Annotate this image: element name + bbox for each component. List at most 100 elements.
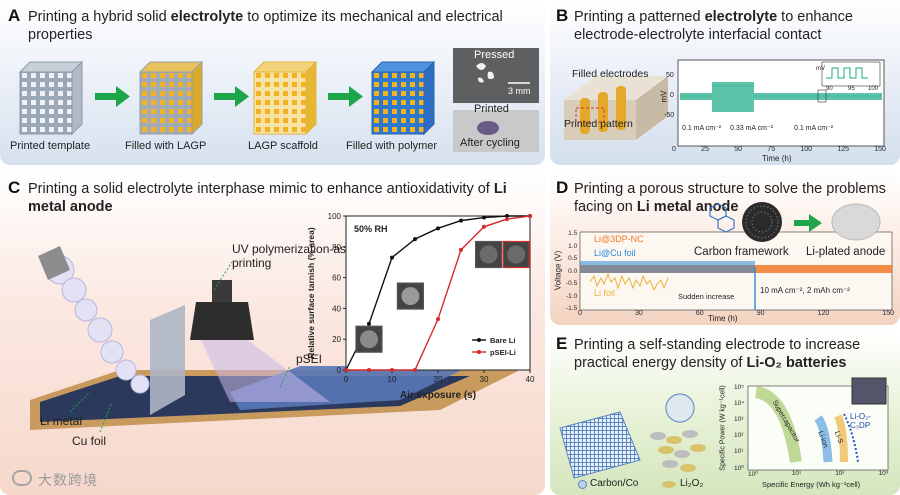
- panel-b: B Printing a patterned electrolyte to en…: [550, 0, 900, 165]
- tarnish-legend-label: pSEI-Li: [490, 348, 516, 357]
- tarnish-ytick-label: 40: [332, 304, 341, 313]
- d-trace-cu: [580, 261, 755, 273]
- b-xticks: 0 25 50 75 100 125 150: [672, 146, 886, 153]
- e-yticks: 10⁵ 10⁴ 10³ 10² 10¹ 10⁰: [734, 384, 744, 472]
- after-cycling-label: After cycling: [460, 137, 520, 149]
- b-current-2: 0.33 mA cm⁻²: [730, 125, 773, 132]
- printer-head: [190, 280, 254, 340]
- supercapacitor-band: [754, 386, 802, 463]
- tarnish-title: 50% RH: [354, 224, 388, 234]
- step-label-2: Filled with LAGP: [125, 140, 207, 152]
- arrow-right-icon: [328, 86, 363, 107]
- e-xtick: 10¹: [791, 470, 802, 477]
- d-legend-cu: Li@Cu foil: [594, 248, 636, 258]
- b-ytick-2: 0: [670, 92, 674, 99]
- d-yticks: 1.5 1.0 0.5 0.0 -0.5 -1.0 -1.5: [566, 230, 577, 312]
- step-label-3: LAGP scaffold: [248, 140, 318, 152]
- d-ylabel: Voltage (V): [553, 250, 563, 291]
- tarnish-data-point: [459, 247, 463, 252]
- panel-d-illustration: [579, 202, 893, 311]
- panel-d-letter: D: [556, 178, 569, 197]
- d-ytick: 0.0: [568, 267, 578, 275]
- tarnish-legend-marker: [477, 350, 481, 354]
- d-xtick: 90: [756, 310, 765, 317]
- e-xticks: 10⁰ 10¹ 10² 10³: [748, 470, 888, 478]
- tarnish-data-point: [344, 368, 348, 372]
- b-current-1: 0.1 mA cm⁻²: [682, 125, 722, 132]
- d-xticks: 0 30 60 90 120 150: [578, 310, 894, 317]
- panel-b-letter: B: [556, 6, 569, 25]
- d-xtick: 30: [634, 310, 643, 317]
- arrow-right-icon: [214, 86, 249, 107]
- b-xtick: 50: [734, 146, 743, 153]
- panel-d: D Printing a porous structure to solve t…: [550, 170, 900, 325]
- printed-pattern-label: Printed pattern: [564, 118, 633, 130]
- tarnish-photo-sample: [507, 245, 526, 264]
- b-current-3: 0.1 mA cm⁻²: [794, 125, 834, 132]
- molecule-icon: [709, 203, 735, 233]
- lagp-scaffold-cube: [252, 60, 318, 136]
- e-ytick: 10⁵: [734, 384, 744, 391]
- tarnish-ytick-label: 100: [328, 212, 342, 221]
- tarnish-ytick-label: 0: [337, 366, 342, 375]
- b-xtick: 75: [767, 146, 776, 153]
- e-ytick: 10⁰: [734, 465, 744, 472]
- d-xtick: 0: [578, 310, 582, 317]
- tarnish-ylabel: Relative surface tarnish (% area): [306, 227, 316, 359]
- tarnish-data-point: [436, 317, 440, 322]
- step-label-4: Filled with polymer: [346, 140, 438, 152]
- tarnish-ytick-label: 20: [332, 335, 341, 344]
- tarnish-xtick-label: 10: [388, 375, 397, 384]
- tarnish-photo-sample: [401, 287, 420, 306]
- tarnish-xtick-label: 20: [434, 375, 443, 384]
- d-ytick: 0.5: [568, 255, 578, 262]
- li2o2-label: Li₂O₂: [680, 478, 704, 489]
- step-label-1: Printed template: [10, 140, 91, 152]
- li-metal-label: Li metal: [40, 414, 83, 428]
- cu-foil-label: Cu foil: [72, 434, 107, 448]
- filled-lagp-cube: [138, 60, 204, 136]
- d-trace-foil: [589, 272, 669, 292]
- e-ytick: 10³: [734, 416, 744, 423]
- b-ylabel: mV: [659, 90, 669, 103]
- tarnish-data-point: [390, 368, 394, 372]
- e-xtick: 10⁰: [748, 471, 758, 478]
- li2o2-particles: [650, 430, 706, 472]
- pressed-photo: [453, 48, 539, 103]
- b-voltage-trace: [680, 82, 882, 112]
- panel-b-title: Printing a patterned electrolyte to enha…: [574, 9, 853, 43]
- panel-a-illustration: [18, 48, 539, 152]
- b-ytick-1: 50: [666, 72, 674, 79]
- pressed-label: Pressed: [474, 49, 515, 61]
- arrow-right-icon: [95, 86, 130, 107]
- printed-photo-label: Printed: [474, 103, 509, 115]
- carbon-framework-label: Carbon framework: [694, 246, 789, 258]
- panel-e-letter: E: [556, 334, 568, 353]
- panel-c-illustration: [30, 246, 520, 433]
- tarnish-data-point: [505, 217, 509, 222]
- tarnish-data-point: [413, 368, 417, 372]
- d-annotation-sudden: Sudden increase: [678, 292, 735, 301]
- d-xtick: 120: [817, 310, 830, 317]
- d-ytick: -0.5: [566, 280, 578, 287]
- tarnish-xtick-label: 40: [526, 375, 535, 384]
- scale-bar-label: 3 mm: [508, 86, 531, 96]
- uv-printing-label: UV polymerization-assisted printing: [232, 242, 378, 270]
- tarnish-ytick-label: 60: [332, 274, 341, 283]
- panel-e-illustration: [559, 377, 889, 479]
- panel-c-letter: C: [8, 178, 21, 197]
- b-xtick: 125: [837, 146, 849, 153]
- li-ion-band: [814, 415, 833, 463]
- panel-a-title: Printing a hybrid solid electrolyte to o…: [28, 9, 503, 43]
- b-xtick: 150: [874, 146, 886, 153]
- tarnish-legend-label: Bare Li: [490, 336, 515, 345]
- b-ytick-3: -50: [664, 112, 675, 119]
- d-ytick: 1.5: [568, 230, 578, 237]
- e-ytick: 10²: [734, 432, 744, 439]
- device-photo: [851, 377, 887, 405]
- printed-photo: [453, 110, 539, 152]
- tarnish-photo-sample: [360, 330, 378, 349]
- b-xtick: 100: [800, 146, 813, 153]
